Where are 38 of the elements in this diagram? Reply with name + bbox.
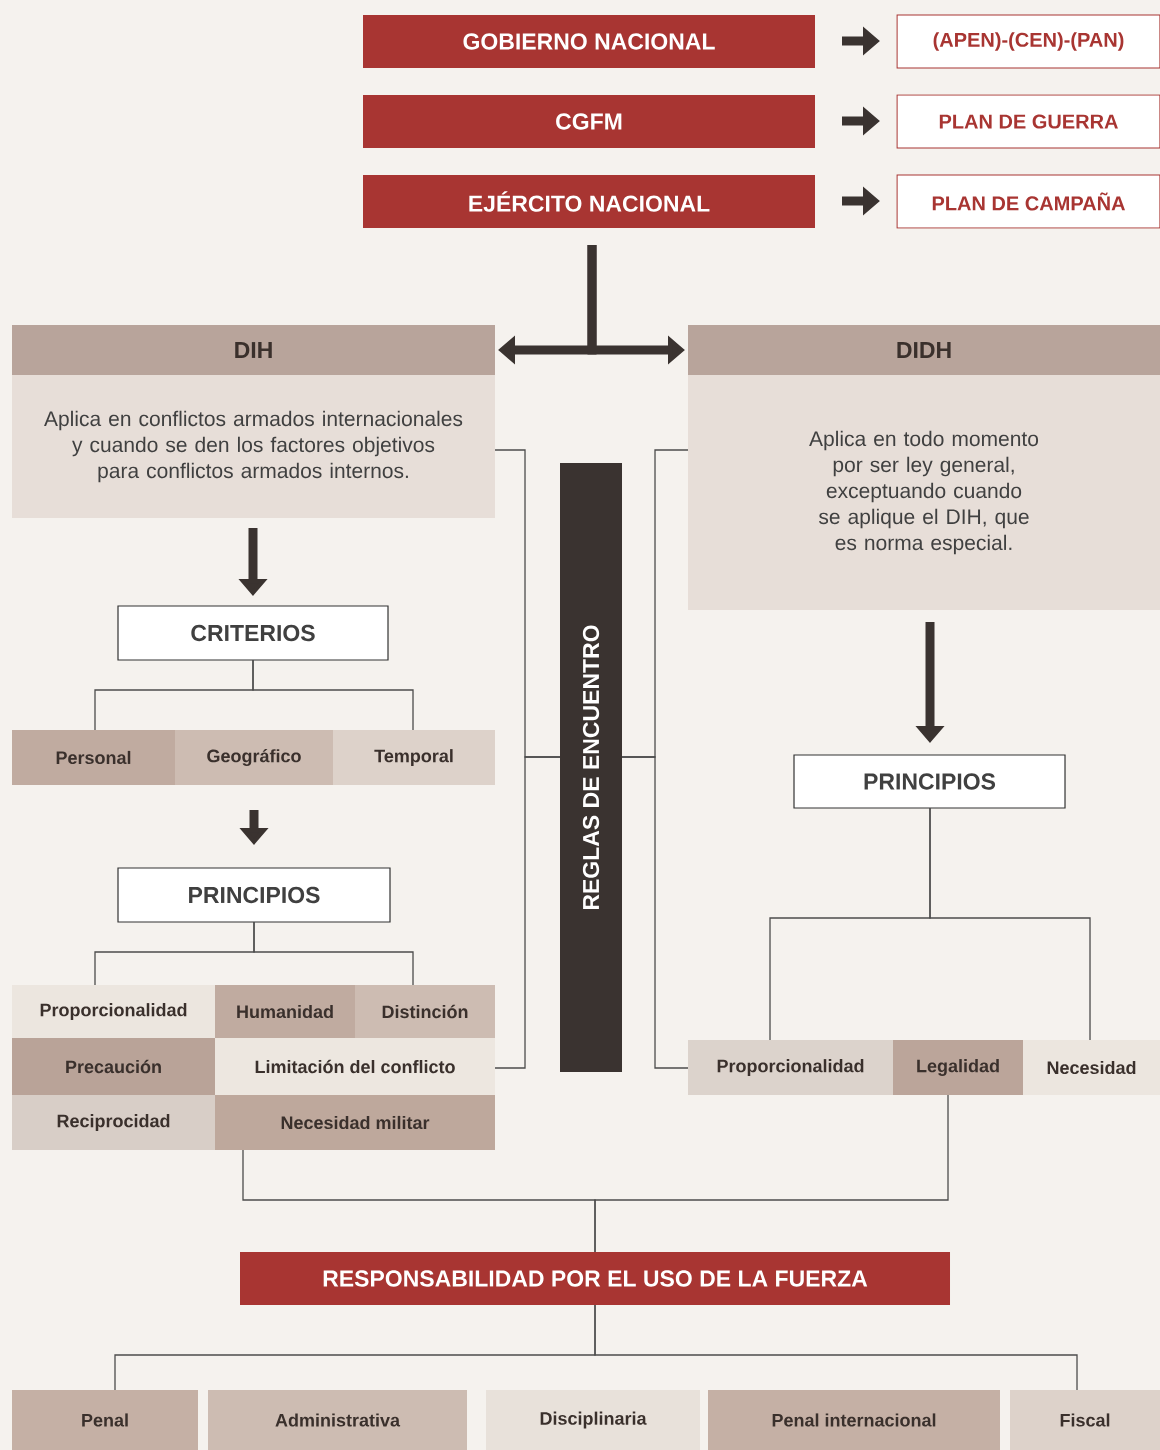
outlined-box: PRINCIPIOS — [117, 867, 391, 923]
connector-line — [252, 659, 414, 731]
connector-line — [929, 807, 1091, 1041]
title-banner: GOBIERNO NACIONAL — [363, 15, 815, 68]
outlined-box: CRITERIOS — [117, 605, 389, 661]
table-cell: Temporal — [333, 730, 495, 785]
table-cell: Penal internacional — [708, 1390, 1000, 1450]
table-cell: Reciprocidad — [12, 1095, 215, 1150]
table-cell: Proporcionalidad — [688, 1040, 893, 1095]
vertical-banner: REGLAS DE ENCUENTRO — [560, 463, 622, 1072]
title-banner: EJÉRCITO NACIONAL — [363, 175, 815, 228]
table-cell: Personal — [12, 730, 175, 785]
title-banner: CGFM — [363, 95, 815, 148]
connector-line — [594, 1094, 949, 1253]
table-cell: Limitación del conflicto — [215, 1038, 495, 1095]
table-cell: Precaución — [12, 1038, 215, 1095]
info-panel: DIDH Aplica en todo momento por ser ley general, exceptuando cuando se aplique el DIH, que es norma especial. — [688, 325, 1160, 610]
outlined-box: (APEN)-(CEN)-(PAN) — [896, 14, 1160, 69]
info-panel: DIH Aplica en conflictos armados internacionales y cuando se den los factores objetivos para conflictos armados internos. — [12, 325, 495, 518]
table-cell: Geográfico — [175, 730, 333, 785]
connector-line — [621, 756, 689, 1069]
connector-line — [494, 756, 561, 1069]
table-cell: Necesidad — [1023, 1040, 1160, 1095]
table-cell: Fiscal — [1010, 1390, 1160, 1450]
table-cell: Disciplinaria — [486, 1390, 700, 1450]
table-cell: Humanidad — [215, 985, 355, 1038]
table-cell: Necesidad militar — [215, 1095, 495, 1150]
outlined-box: PRINCIPIOS — [793, 754, 1066, 809]
table-cell: Administrativa — [208, 1390, 467, 1450]
table-cell: Distinción — [355, 985, 495, 1038]
table-cell: Legalidad — [893, 1040, 1023, 1095]
connector-line — [253, 921, 414, 986]
table-cell: Penal — [12, 1390, 198, 1450]
outlined-box: PLAN DE CAMPAÑA — [896, 174, 1160, 229]
table-cell: Proporcionalidad — [12, 985, 215, 1038]
title-banner: RESPONSABILIDAD POR EL USO DE LA FUERZA — [240, 1252, 950, 1305]
outlined-box: PLAN DE GUERRA — [896, 94, 1160, 149]
connector-line — [594, 1304, 1078, 1391]
